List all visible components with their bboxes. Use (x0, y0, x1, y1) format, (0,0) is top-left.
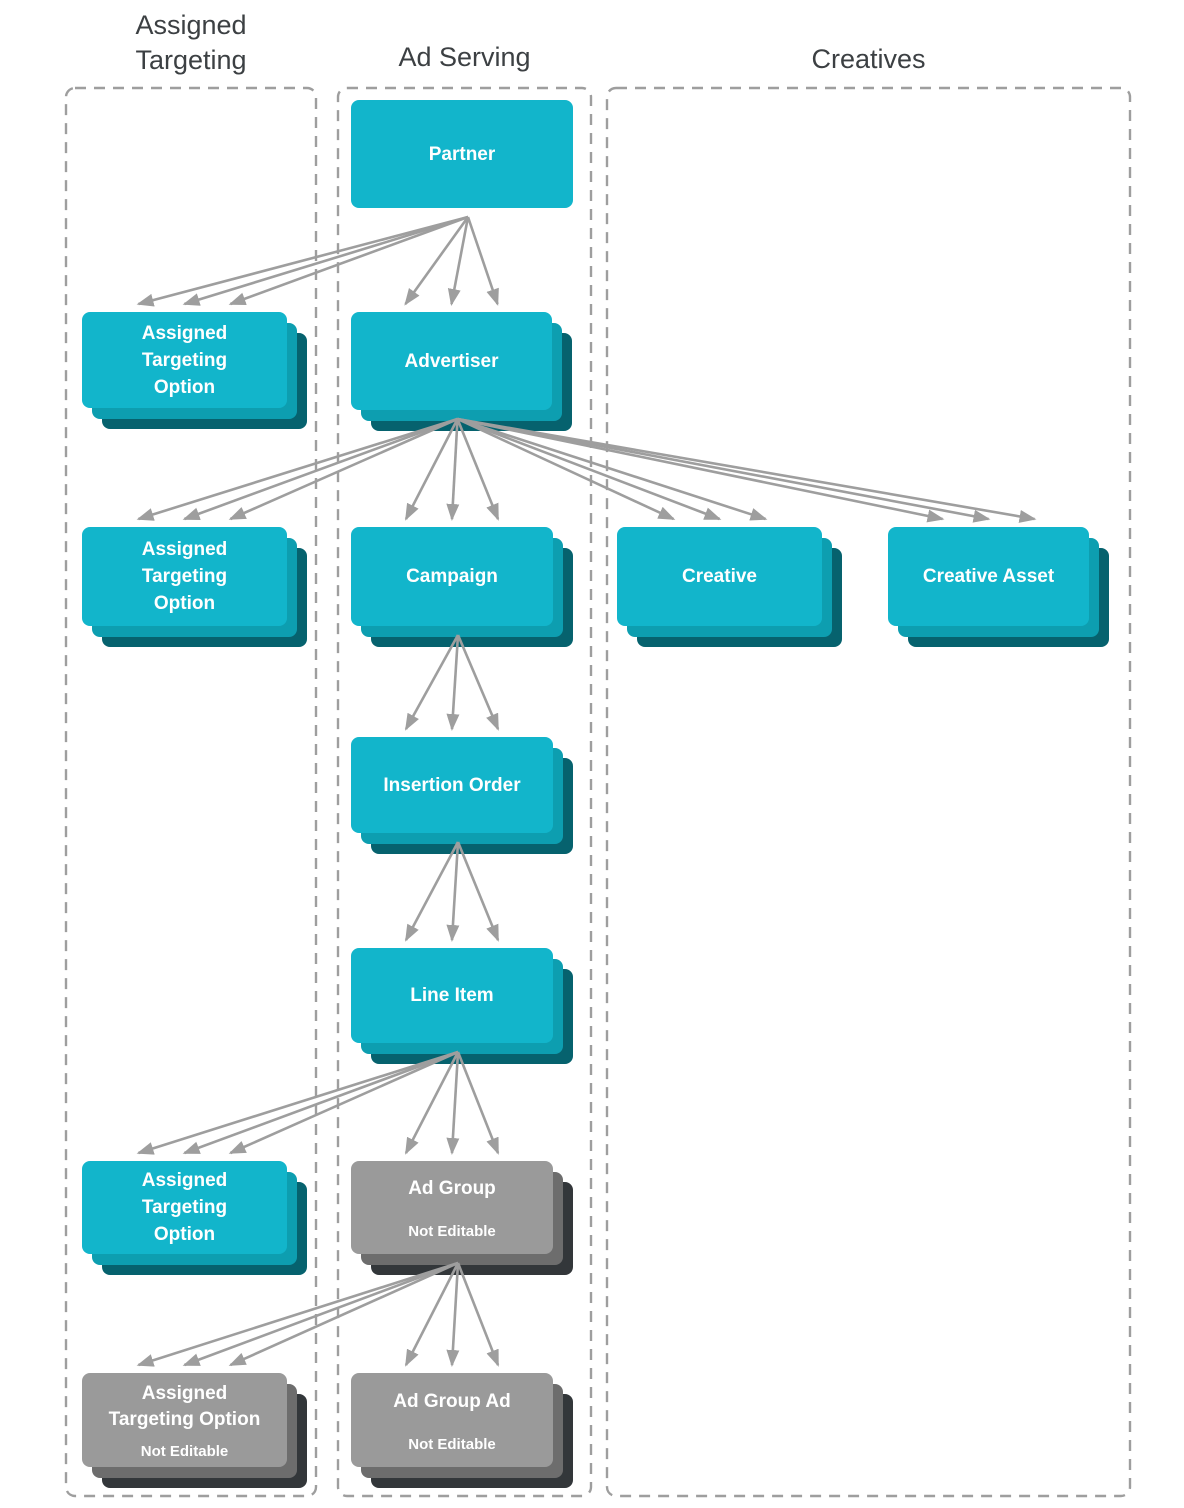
arrow-partner-to-advertiser (447, 216, 470, 306)
arrow-insertion-order-to-line-item (404, 841, 460, 942)
arrow-advertiser-to-creative (456, 417, 676, 521)
node-ad-group-ad: Ad Group Ad Not Editable (351, 1373, 553, 1467)
node-sublabel-not-editable: Not Editable (408, 1223, 496, 1240)
column-title-creatives: Creatives (607, 42, 1130, 77)
node-label: Partner (428, 143, 496, 165)
arrow-line-item-to-ato-line-item (136, 1050, 459, 1155)
arrow-partner-to-ato-partner (182, 215, 469, 306)
creatives-column-frame (605, 86, 1132, 1498)
column-title-text: Creatives (811, 44, 926, 74)
node-partner: Partner (351, 100, 573, 208)
arrow-line-item-to-ad-group (456, 1051, 500, 1155)
arrow-campaign-to-insertion-order (456, 634, 500, 731)
arrow-advertiser-to-campaign (446, 418, 460, 521)
node-advertiser: Advertiser (351, 312, 552, 410)
arrow-ad-group-to-ato-ad-group (136, 1261, 459, 1367)
arrow-line-item-to-ad-group (446, 1051, 460, 1155)
node-label: Insertion Order (383, 774, 521, 796)
node-assigned-targeting-option-partner: Assigned Targeting Option (82, 312, 287, 408)
node-label: Assigned Targeting Option (108, 1382, 261, 1430)
node-creative: Creative (617, 527, 822, 626)
arrow-line-item-to-ato-line-item (228, 1050, 459, 1155)
node-label: Advertiser (404, 350, 499, 372)
arrow-ad-group-to-ato-ad-group (228, 1261, 459, 1367)
node-label: Line Item (410, 985, 494, 1006)
node-sublabel-not-editable: Not Editable (140, 1442, 229, 1460)
arrow-partner-to-ato-partner (136, 215, 469, 307)
column-title-text: Assigned Targeting (135, 10, 247, 75)
column-title-assigned-targeting: Assigned Targeting (66, 8, 316, 78)
arrow-insertion-order-to-line-item (456, 841, 500, 942)
node-label: Assigned Targeting Option (141, 539, 228, 614)
node-label: Ad Group (408, 1178, 496, 1199)
arrow-ad-group-to-ad-group-ad (446, 1262, 460, 1367)
node-label: Assigned Targeting Option (141, 322, 228, 398)
column-title-text: Ad Serving (398, 42, 531, 72)
node-label: Creative (682, 566, 757, 587)
node-ad-group: Ad Group Not Editable (351, 1161, 553, 1254)
arrow-partner-to-ato-partner (228, 215, 469, 306)
node-label: Assigned Targeting Option (141, 1170, 228, 1245)
arrow-advertiser-to-campaign (456, 418, 500, 521)
arrow-ad-group-to-ad-group-ad (456, 1262, 500, 1367)
arrow-partner-to-advertiser (404, 216, 470, 306)
arrow-advertiser-to-ato-advertiser (136, 417, 458, 521)
arrow-advertiser-to-ato-advertiser (182, 417, 458, 521)
arrow-campaign-to-insertion-order (446, 634, 460, 731)
arrow-line-item-to-ad-group (404, 1051, 460, 1155)
node-sublabel-not-editable: Not Editable (408, 1435, 496, 1453)
arrow-advertiser-to-creative (457, 417, 722, 521)
node-label: Campaign (406, 566, 498, 587)
arrow-advertiser-to-creative-asset (457, 417, 1037, 523)
arrow-ad-group-to-ato-ad-group (182, 1261, 459, 1367)
node-assigned-targeting-option-line-item: Assigned Targeting Option (82, 1161, 287, 1254)
node-campaign: Campaign (351, 527, 553, 626)
node-label: Ad Group Ad (393, 1390, 511, 1412)
arrow-advertiser-to-creative-asset (457, 417, 945, 523)
arrow-ad-group-to-ad-group-ad (404, 1262, 460, 1367)
node-assigned-targeting-option-ad-group: Assigned Targeting Option Not Editable (82, 1373, 287, 1467)
arrow-line-item-to-ato-line-item (182, 1050, 459, 1155)
arrow-insertion-order-to-line-item (446, 841, 460, 942)
assigned-targeting-column-frame (64, 86, 318, 1498)
column-title-ad-serving: Ad Serving (338, 40, 591, 75)
node-label: Creative Asset (922, 566, 1055, 587)
arrow-advertiser-to-creative (457, 417, 768, 521)
arrow-advertiser-to-ato-advertiser (228, 417, 459, 521)
node-line-item: Line Item (351, 948, 553, 1043)
arrow-partner-to-advertiser (466, 216, 499, 306)
node-assigned-targeting-option-advertiser: Assigned Targeting Option (82, 527, 287, 626)
arrow-advertiser-to-creative-asset (457, 417, 991, 523)
node-creative-asset: Creative Asset (888, 527, 1089, 626)
node-insertion-order: Insertion Order (351, 737, 553, 833)
arrow-campaign-to-insertion-order (404, 634, 460, 731)
arrow-advertiser-to-campaign (404, 418, 459, 521)
